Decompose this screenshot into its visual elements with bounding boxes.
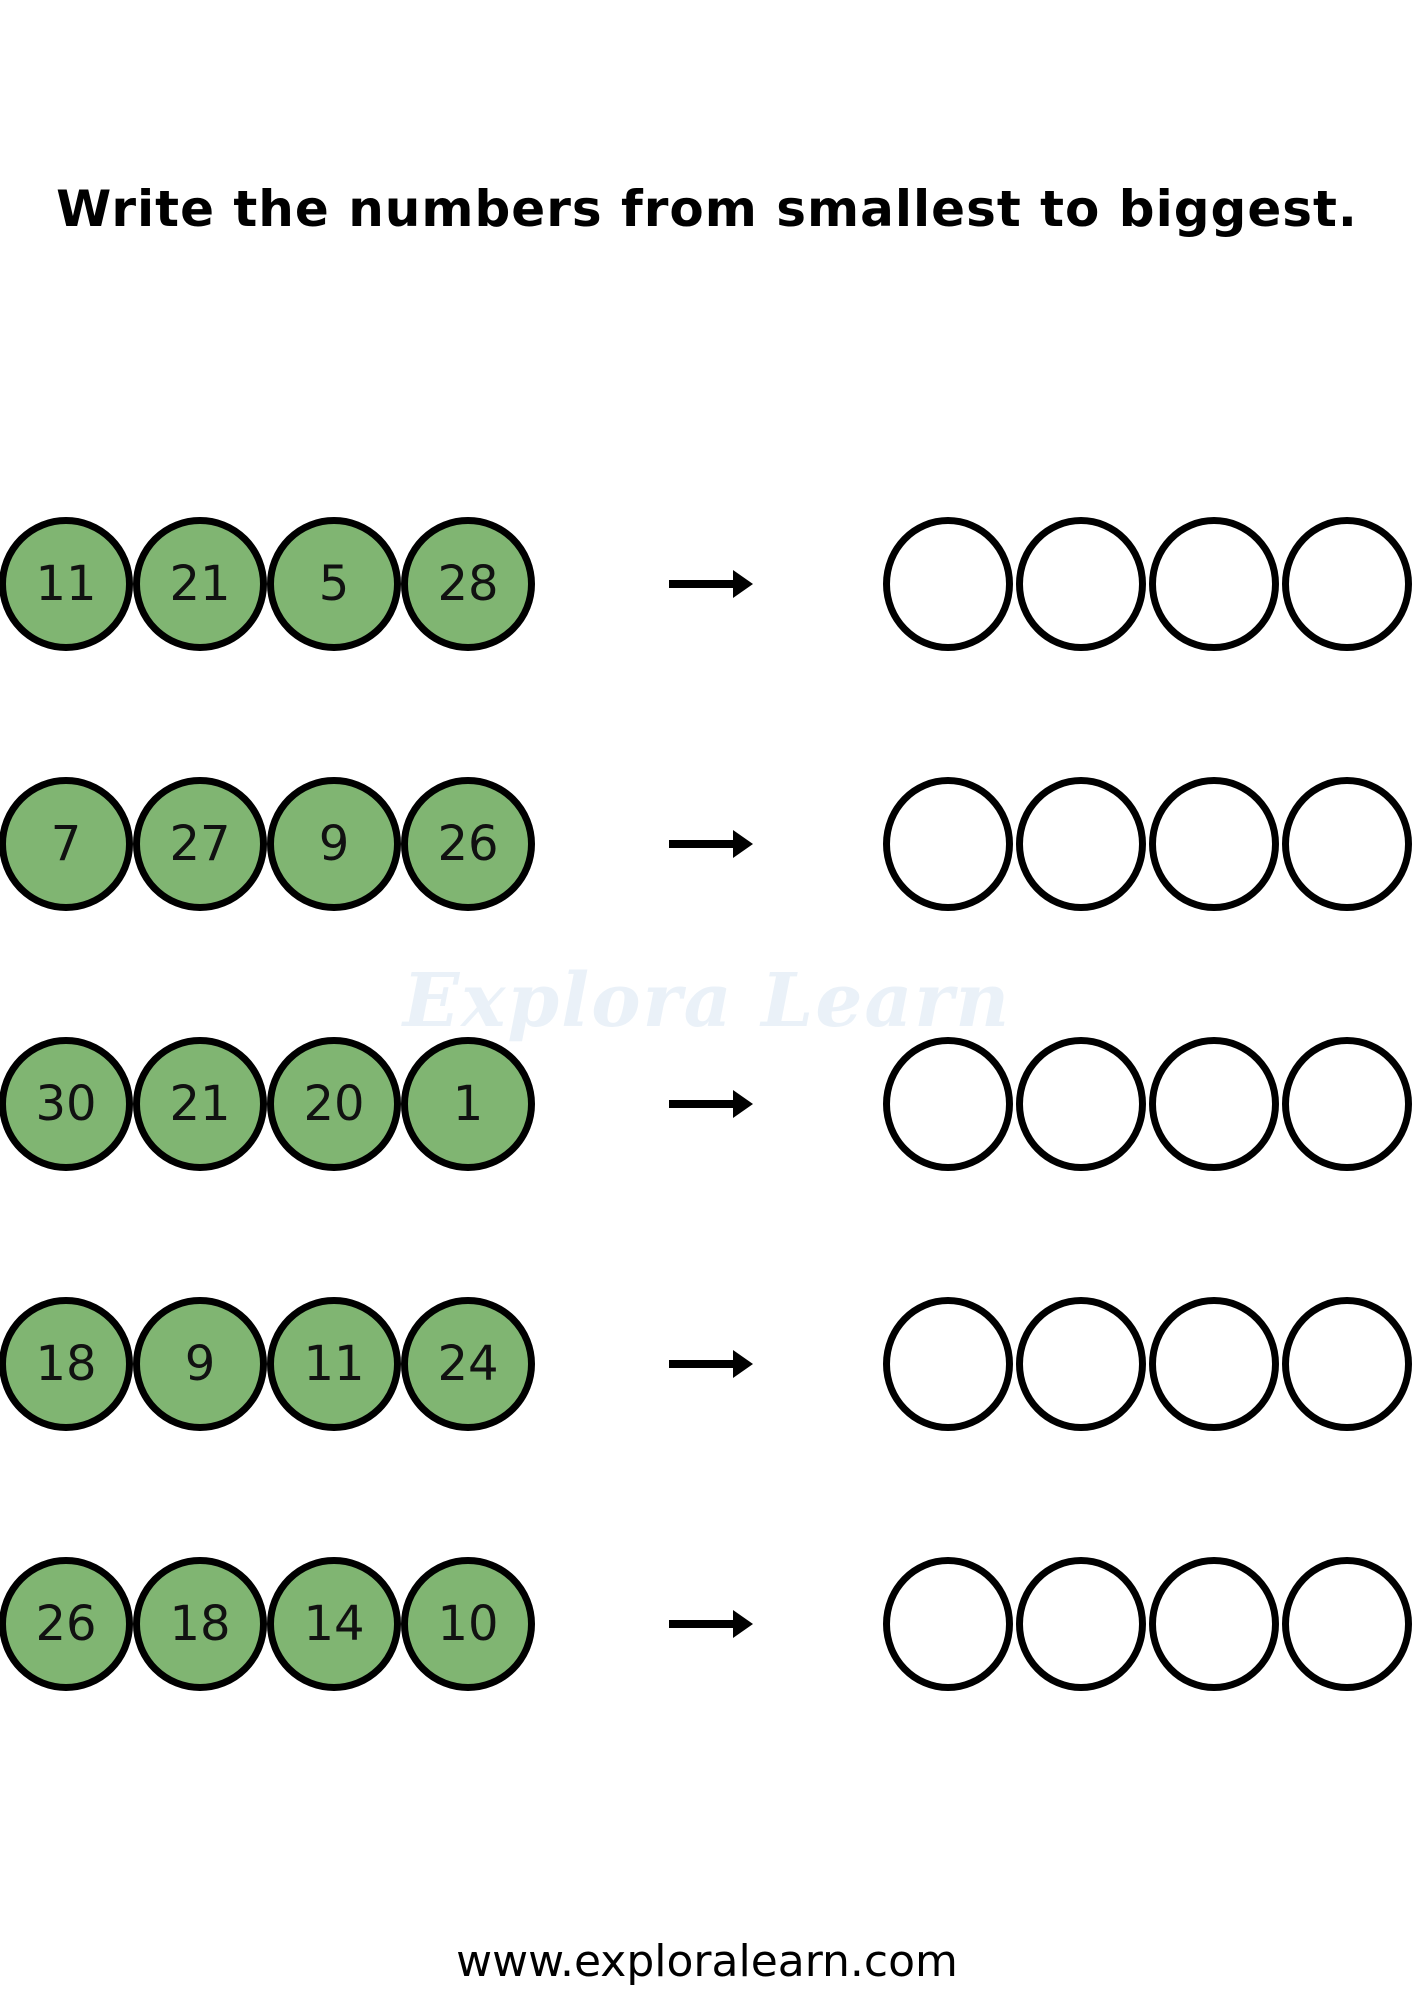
number-ball: 11 xyxy=(267,1297,401,1431)
number-ball: 18 xyxy=(0,1297,133,1431)
answer-circle[interactable] xyxy=(1149,1557,1279,1691)
exercise-row-1: 11 21 5 28 xyxy=(0,517,1414,651)
number-ball: 20 xyxy=(267,1037,401,1171)
number-ball: 14 xyxy=(267,1557,401,1691)
website-url: www.exploralearn.com xyxy=(456,1936,958,1987)
answer-circle[interactable] xyxy=(1149,777,1279,911)
number-ball: 7 xyxy=(0,777,133,911)
number-ball: 27 xyxy=(133,777,267,911)
answer-circle[interactable] xyxy=(1282,1557,1412,1691)
right-arrow-icon xyxy=(669,1090,753,1118)
number-ball: 24 xyxy=(401,1297,535,1431)
number-ball: 26 xyxy=(401,777,535,911)
number-ball: 30 xyxy=(0,1037,133,1171)
right-arrow-icon xyxy=(669,830,753,858)
answer-circle[interactable] xyxy=(883,1037,1013,1171)
exercise-row-5: 26 18 14 10 xyxy=(0,1557,1414,1691)
answer-circle[interactable] xyxy=(1016,1297,1146,1431)
right-arrow-icon xyxy=(669,1610,753,1638)
number-ball: 9 xyxy=(267,777,401,911)
number-ball: 26 xyxy=(0,1557,133,1691)
answer-circle[interactable] xyxy=(1016,1557,1146,1691)
number-ball: 11 xyxy=(0,517,133,651)
answer-circle[interactable] xyxy=(883,517,1013,651)
exercise-row-4: 18 9 11 24 xyxy=(0,1297,1414,1431)
answer-circle[interactable] xyxy=(883,1297,1013,1431)
answer-circle[interactable] xyxy=(1016,777,1146,911)
answer-circle[interactable] xyxy=(1282,777,1412,911)
answer-circle[interactable] xyxy=(1282,1297,1412,1431)
number-ball: 21 xyxy=(133,1037,267,1171)
right-arrow-icon xyxy=(669,570,753,598)
number-ball: 18 xyxy=(133,1557,267,1691)
watermark: Explora Learn xyxy=(402,958,1012,1044)
number-ball: 10 xyxy=(401,1557,535,1691)
number-ball: 1 xyxy=(401,1037,535,1171)
answer-circle[interactable] xyxy=(1149,517,1279,651)
answer-circle[interactable] xyxy=(1016,517,1146,651)
answer-circle[interactable] xyxy=(1016,1037,1146,1171)
answer-circle[interactable] xyxy=(883,1557,1013,1691)
number-ball: 9 xyxy=(133,1297,267,1431)
exercise-row-3: 30 21 20 1 xyxy=(0,1037,1414,1171)
right-arrow-icon xyxy=(669,1350,753,1378)
answer-circle[interactable] xyxy=(883,777,1013,911)
number-ball: 28 xyxy=(401,517,535,651)
answer-circle[interactable] xyxy=(1282,517,1412,651)
worksheet-title: Write the numbers from smallest to bigge… xyxy=(56,180,1358,238)
exercise-row-2: 7 27 9 26 xyxy=(0,777,1414,911)
number-ball: 5 xyxy=(267,517,401,651)
answer-circle[interactable] xyxy=(1282,1037,1412,1171)
number-ball: 21 xyxy=(133,517,267,651)
answer-circle[interactable] xyxy=(1149,1297,1279,1431)
answer-circle[interactable] xyxy=(1149,1037,1279,1171)
